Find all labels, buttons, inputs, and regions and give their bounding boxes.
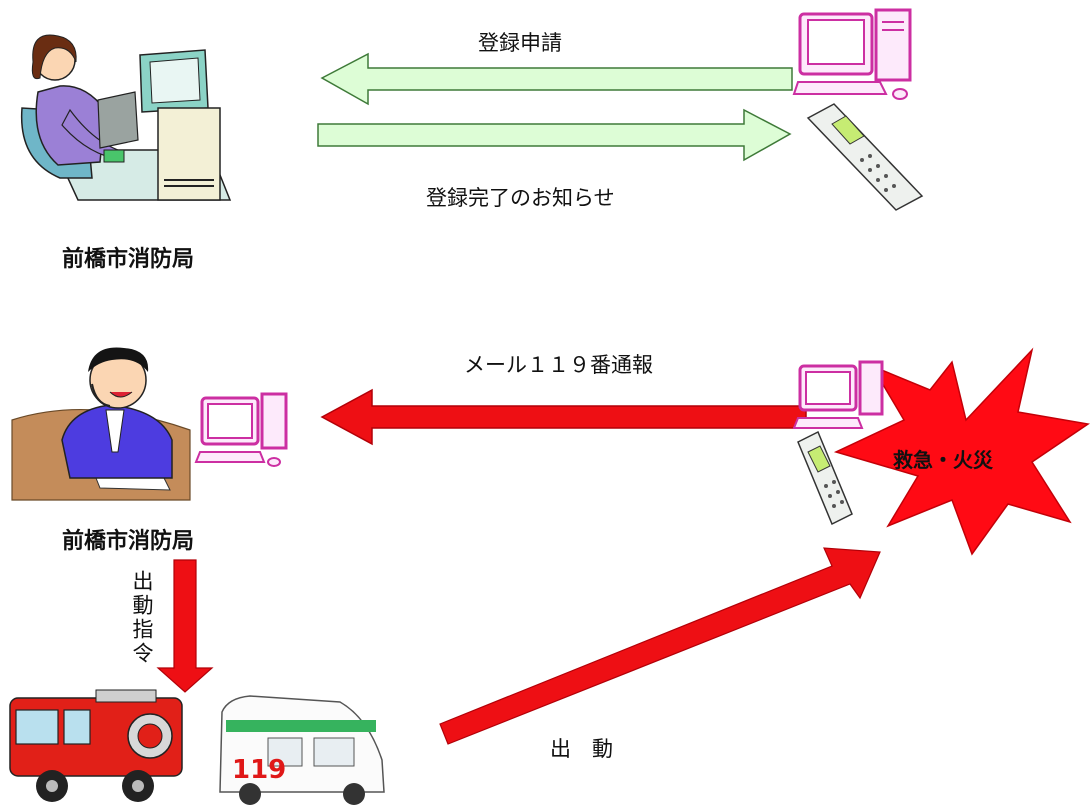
fire-station-label-bottom: 前橋市消防局 — [62, 528, 194, 554]
dispatch-label: 出 動 — [550, 737, 613, 761]
computer-pink-top — [792, 8, 912, 100]
dispatch-arrow — [439, 547, 881, 745]
registration-request-label: 登録申請 — [478, 31, 562, 55]
computer-pink-station — [194, 392, 288, 467]
mail-119-report-label: メール１１９番通報 — [464, 353, 653, 377]
ambulance-number: 119 — [232, 755, 286, 785]
fire-truck-illustration — [9, 689, 183, 802]
registration-complete-arrow — [317, 108, 792, 162]
fire-station-label-top: 前橋市消防局 — [62, 246, 194, 272]
dispatch-order-arrow — [156, 559, 214, 693]
emergency-burst — [833, 347, 1090, 556]
registration-complete-label: 登録完了のお知らせ — [426, 186, 615, 210]
registration-request-arrow — [320, 52, 793, 106]
mobile-phone-top — [806, 103, 924, 211]
operator-man-illustration — [11, 347, 191, 501]
computer-pink-incident — [792, 360, 884, 429]
mobile-phone-incident — [797, 430, 853, 526]
ambulance-illustration: 119 — [219, 695, 385, 805]
dispatch-order-label: 出動指令 — [130, 570, 154, 666]
mail-119-report-arrow — [320, 388, 807, 446]
burst-label: 救急・火災 — [893, 448, 994, 472]
operator-woman-illustration — [20, 34, 232, 201]
